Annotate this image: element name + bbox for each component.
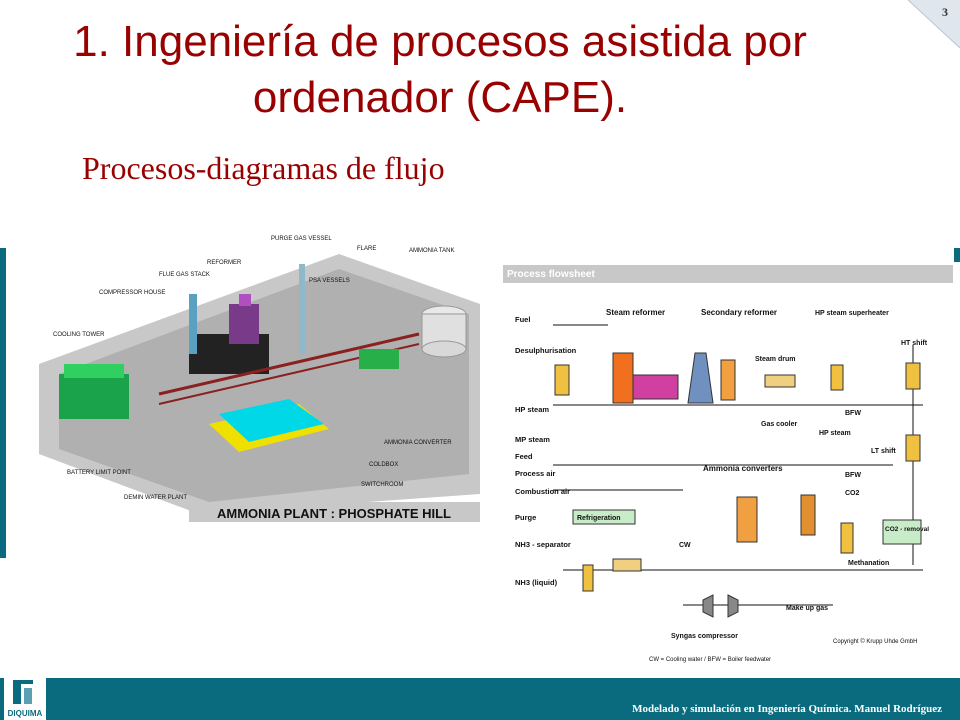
flow-unit-label: Methanation [848,560,889,567]
plant-label: AMMONIA CONVERTER [384,440,452,446]
diquima-logo: DIQUIMA [4,676,46,720]
flow-unit-label: Make up gas [786,605,828,612]
plant-label: COMPRESSOR HOUSE [99,290,165,296]
flow-left-label: HP steam [515,405,549,414]
right-accent-mark [954,248,960,262]
page-number: 3 [942,5,948,19]
flow-left-label: Fuel [515,315,530,324]
flow-unit-label: HP steam [819,430,851,437]
flow-unit-label: Refrigeration [577,515,621,522]
flow-unit-label: HP steam superheater [815,310,889,317]
flow-unit-label: CO2 [845,490,860,497]
flowsheet-header: Process flowsheet [507,269,595,280]
flow-unit-label: LT shift [871,448,896,455]
footer-bar [0,678,960,720]
flow-unit-label: CO2 - removal [885,526,929,533]
plant-label: AMMONIA TANK [409,248,454,254]
flow-left-label: Combustion air [515,487,570,496]
flow-unit-label: Gas cooler [761,421,797,428]
flow-left-label: Desulphurisation [515,346,577,355]
flow-left-label: Process air [515,469,556,478]
plant-banner: AMMONIA PLANT : PHOSPHATE HILL [217,506,451,521]
plant-label: COLDBOX [369,462,398,468]
flow-unit-label: Steam reformer [606,308,665,317]
plant-label: SWITCHROOM [361,482,403,488]
flow-left-label: Feed [515,452,533,461]
flow-legend: CW = Cooling water / BFW = Boiler feedwa… [649,657,771,663]
logo-mark-icon [13,680,33,704]
flow-unit-label: CW [679,542,691,549]
flow-copyright: Copyright © Krupp Uhde GmbH [833,638,917,645]
footer-text: Modelado y simulación en Ingeniería Quím… [632,703,942,715]
flow-unit-label: BFW [845,410,861,417]
slide-subtitle: Procesos-diagramas de flujo [82,150,445,186]
plant-label: PSA VESSELS [309,278,350,284]
flow-unit-label: Ammonia converters [703,464,783,473]
plant-label: BATTERY LIMIT POINT [67,470,131,476]
plant-label: FLUE GAS STACK [159,272,210,278]
left-accent-bar [0,248,6,558]
flow-unit-label: Steam drum [755,356,795,363]
plant-label: PURGE GAS VESSEL [271,236,332,242]
flow-unit-label: Syngas compressor [671,633,738,640]
flow-unit-label: Secondary reformer [701,308,777,317]
plant-label: COOLING TOWER [53,332,105,338]
process-flowsheet: Process flowsheet Fuel Desulphurisation … [503,265,953,665]
flow-left-label: NH3 - separator [515,540,571,549]
flow-unit-label: HT shift [901,340,928,347]
plant-label: REFORMER [207,260,242,266]
flow-unit-label: BFW [845,472,861,479]
slide-title: 1. Ingeniería de procesos asistida por o… [73,17,807,122]
plant-label: DEMIN WATER PLANT [124,495,187,501]
plant-label: FLARE [357,246,376,252]
logo-text: DIQUIMA [7,709,43,718]
flow-left-label: MP steam [515,435,550,444]
flow-left-label: Purge [515,513,536,522]
flow-left-label: NH3 (liquid) [515,578,558,587]
page-corner-fold [908,0,960,48]
ammonia-plant-image: AMMONIA PLANT : PHOSPHATE HILL PURGE GAS… [39,224,480,522]
